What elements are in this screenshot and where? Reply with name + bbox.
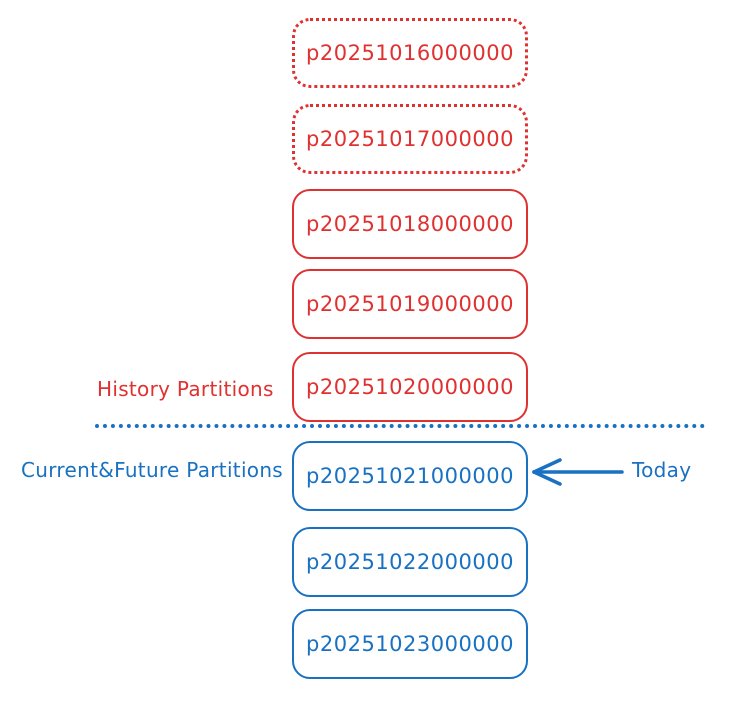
partition-box-p20251016: p20251016000000 [292,18,528,88]
current-future-partitions-label: Current&Future Partitions [21,458,284,482]
partition-box-p20251021: p20251021000000 [292,441,528,511]
today-annotation-label: Today [632,458,692,482]
partition-name: p20251021000000 [306,464,514,488]
partition-box-p20251020: p20251020000000 [292,352,528,422]
history-partitions-label: History Partitions [97,377,274,401]
partition-name: p20251022000000 [306,550,514,574]
partition-name: p20251018000000 [306,212,514,236]
partition-box-p20251018: p20251018000000 [292,189,528,259]
partition-box-p20251022: p20251022000000 [292,527,528,597]
partition-box-p20251023: p20251023000000 [292,609,528,679]
partition-name: p20251019000000 [306,292,514,316]
today-arrow-icon [532,458,624,486]
partition-name: p20251020000000 [306,375,514,399]
partition-name: p20251017000000 [306,127,514,151]
partition-name: p20251016000000 [306,41,514,65]
partition-box-p20251019: p20251019000000 [292,269,528,339]
partition-name: p20251023000000 [306,632,514,656]
history-future-divider-line [95,424,705,428]
partition-box-p20251017: p20251017000000 [292,104,528,174]
